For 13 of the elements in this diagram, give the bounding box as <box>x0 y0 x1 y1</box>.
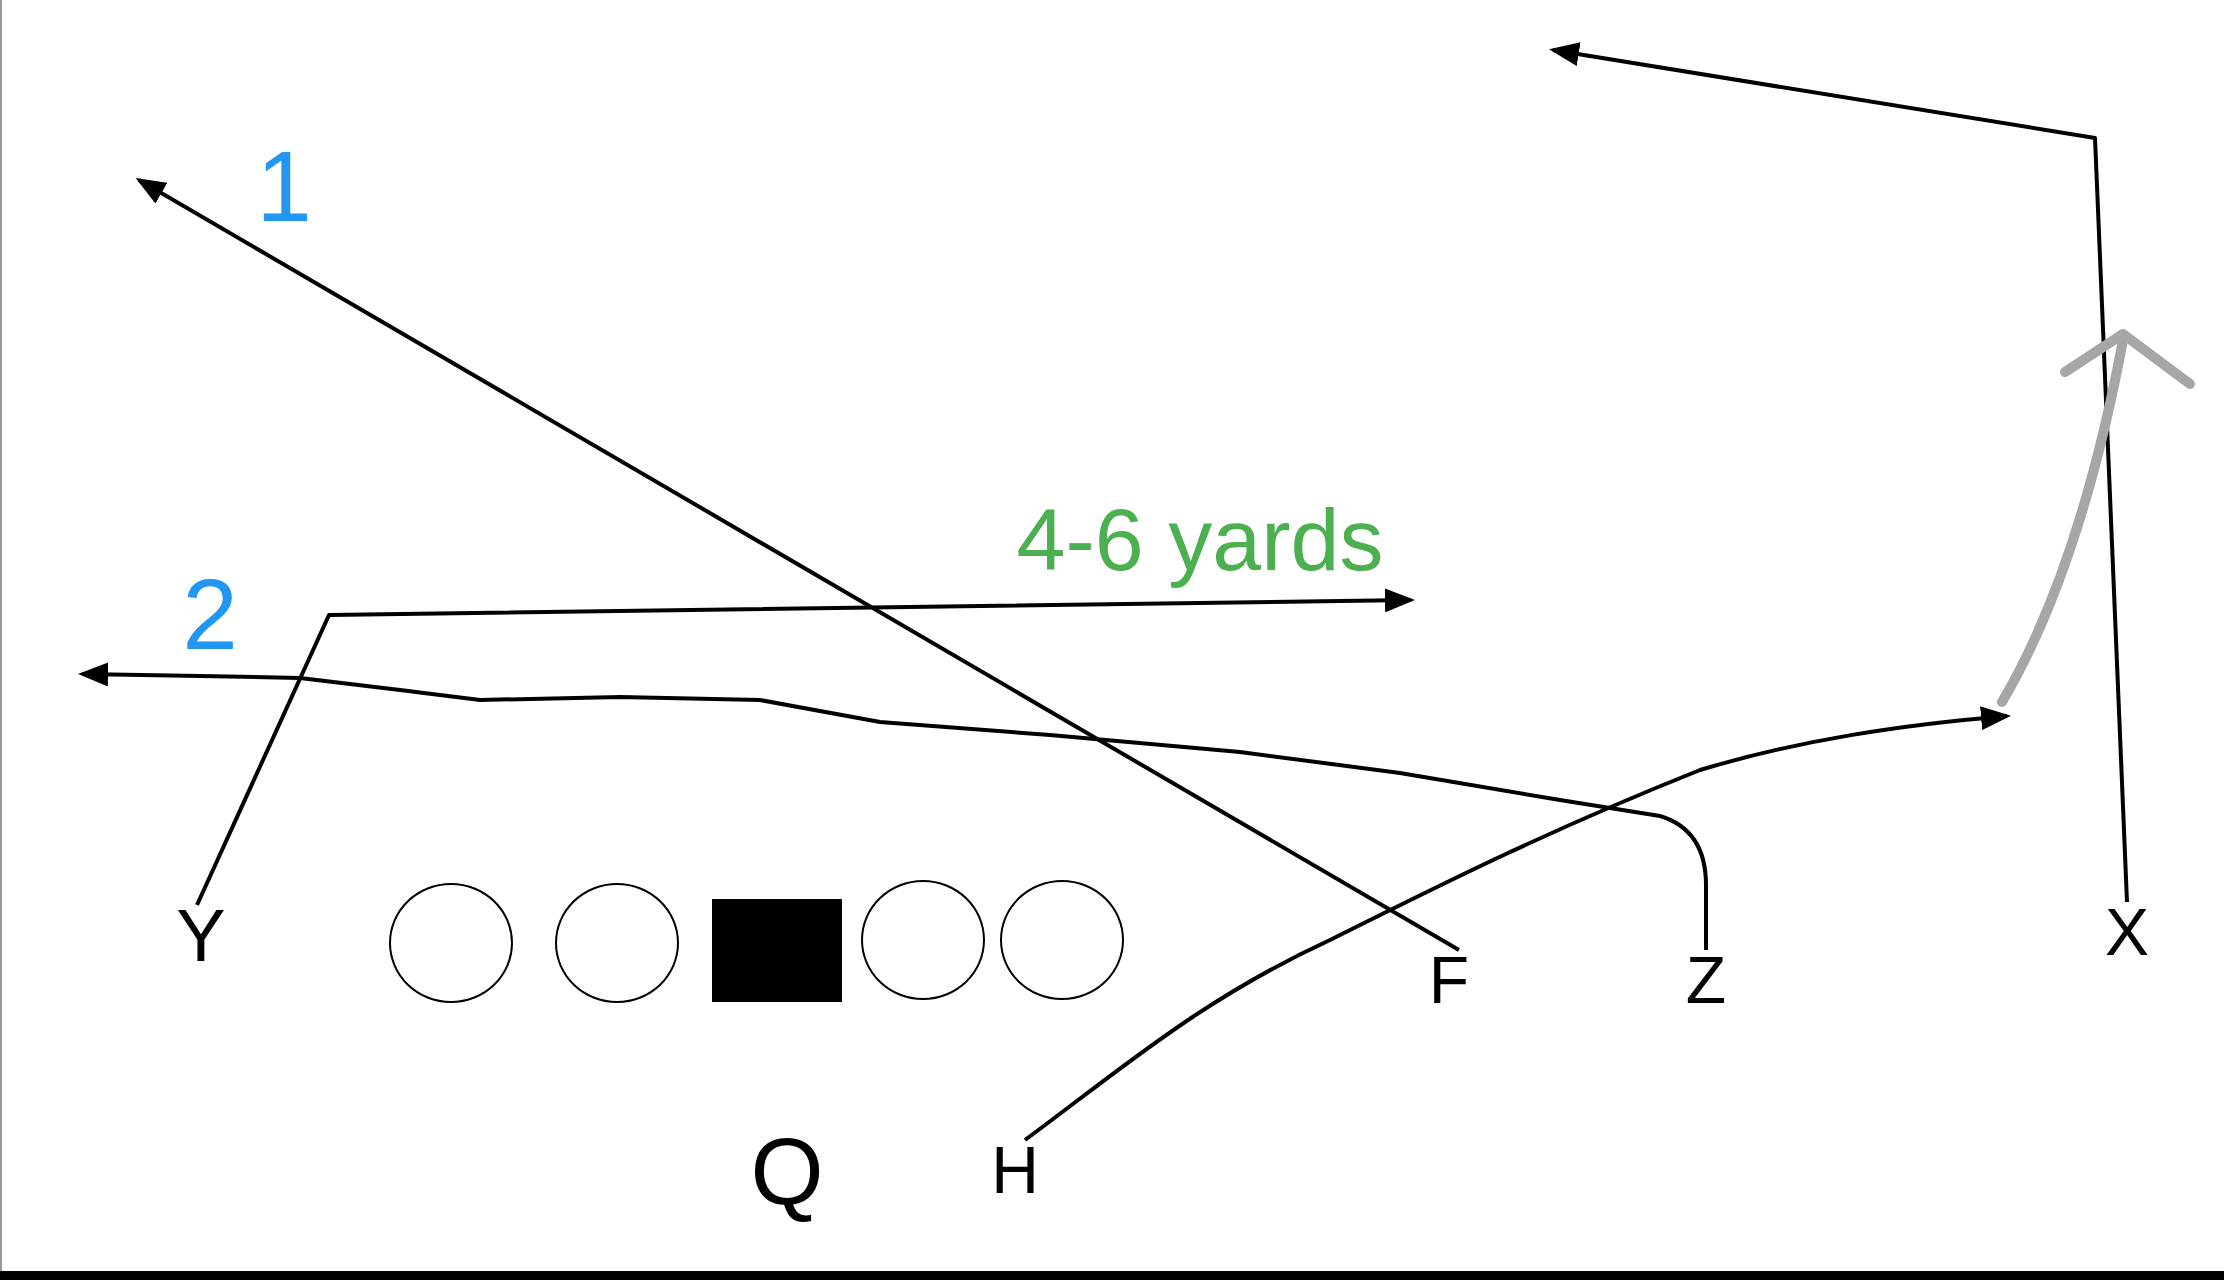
center-square <box>712 898 842 1002</box>
route-arrow <box>195 588 1415 906</box>
player-letter: F <box>1428 947 1470 1013</box>
player-letter: Y <box>176 899 226 973</box>
player-letter: Z <box>1685 947 1727 1013</box>
route-arrow <box>1549 42 2129 903</box>
player-letter: X <box>2105 899 2149 965</box>
route-arrow <box>1023 706 2011 1142</box>
route-arrow <box>135 178 1460 952</box>
route-arrow <box>78 662 1708 950</box>
route-number: 2 <box>182 564 238 664</box>
player-letter: H <box>991 1137 1039 1203</box>
route-number: 1 <box>256 136 312 236</box>
